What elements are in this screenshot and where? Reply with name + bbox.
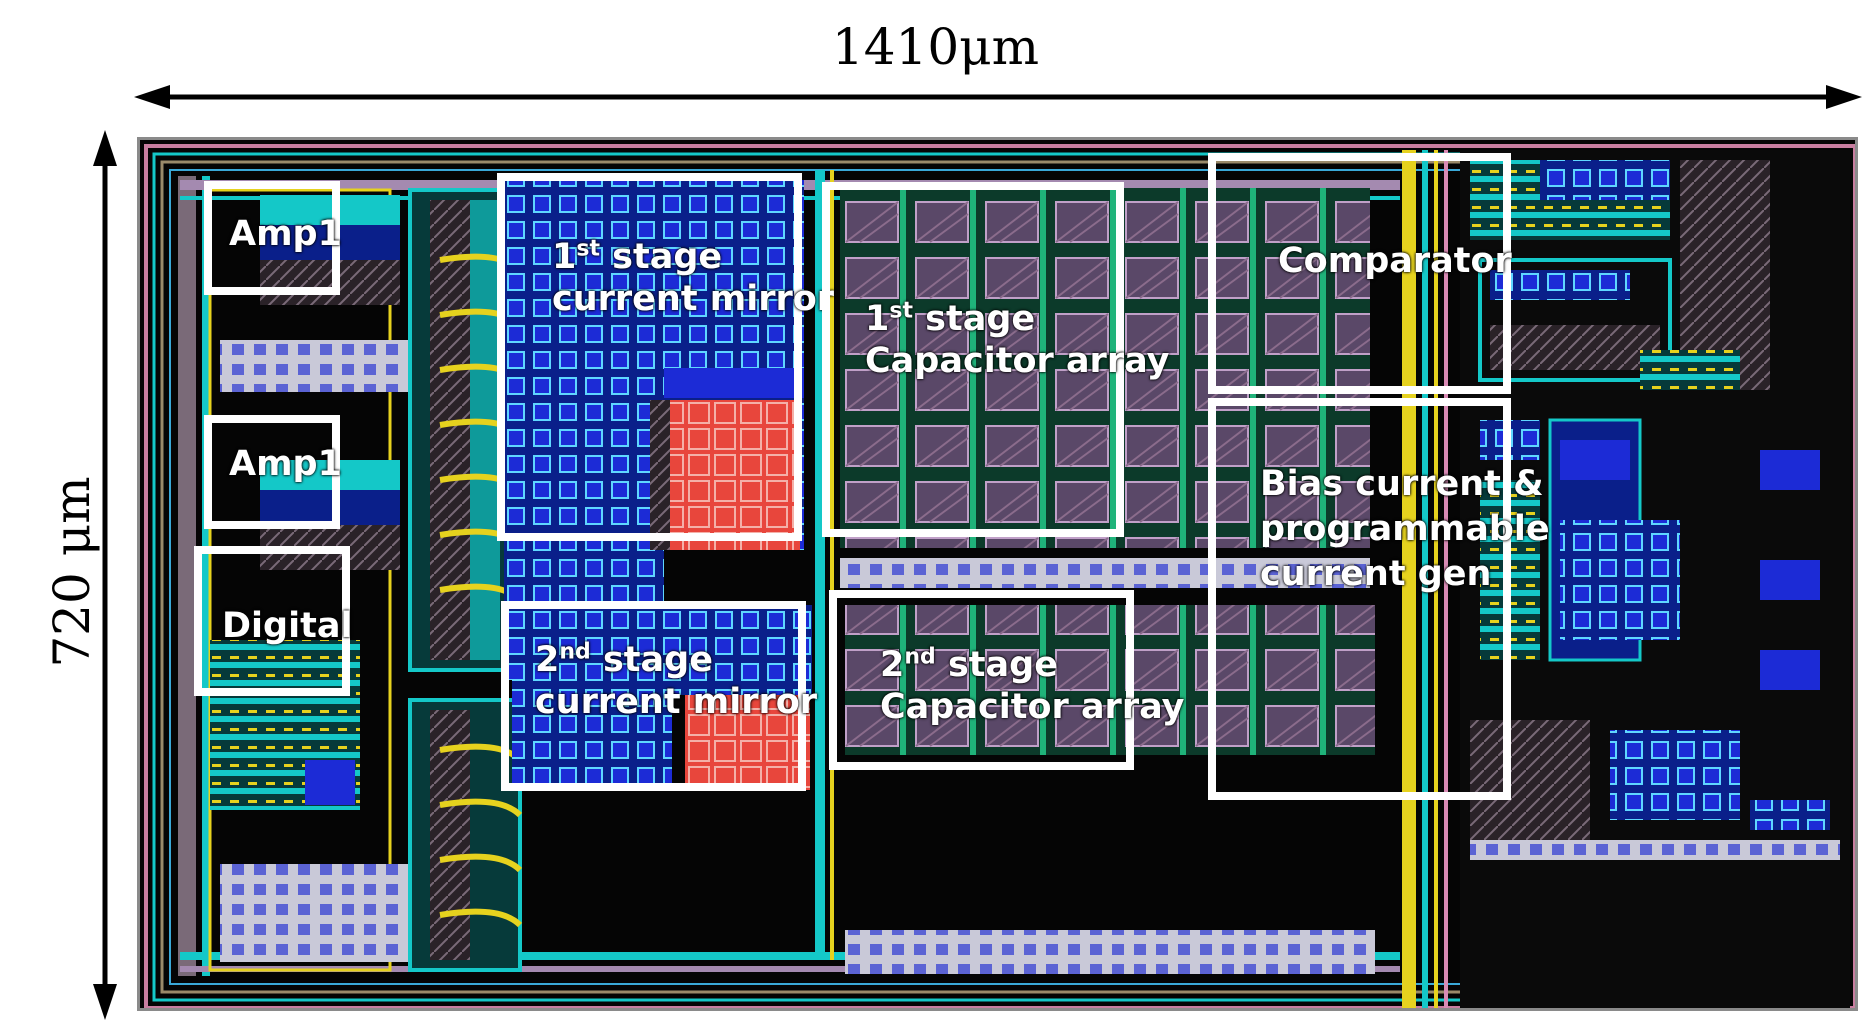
amp1-top-label: Amp1 bbox=[229, 214, 342, 254]
comparator-label: Comparator bbox=[1278, 241, 1512, 281]
stage2-cap-ordinal: 2 bbox=[880, 645, 905, 685]
digital-label: Digital bbox=[222, 606, 353, 646]
stage2-cap-line2: Capacitor array bbox=[880, 687, 1185, 727]
stage2-mirror-line1: stage bbox=[590, 640, 713, 680]
bias-current-label: Bias current & programmable current gen bbox=[1260, 462, 1550, 596]
stage2-mirror-ordinal: 2 bbox=[535, 640, 560, 680]
stage1-cap-line2: Capacitor array bbox=[865, 341, 1170, 381]
bias-line1: Bias current & bbox=[1260, 464, 1544, 504]
stage2-cap-suffix: nd bbox=[904, 644, 936, 670]
layout-artwork bbox=[144, 144, 1855, 1008]
amp1-bottom-block bbox=[204, 415, 340, 529]
chip-layout: Amp1 Amp1 Digital 1st stage current mirr… bbox=[137, 137, 1858, 1011]
stage1-mirror-line2: current mirror bbox=[552, 279, 835, 319]
stage1-cap-line1: stage bbox=[912, 299, 1036, 339]
stage1-capacitor-array-label: 1st stage Capacitor array bbox=[865, 298, 1169, 382]
stage1-mirror-line1: stage bbox=[599, 237, 723, 277]
stage1-cap-ordinal: 1 bbox=[865, 299, 890, 339]
width-arrow bbox=[134, 85, 1862, 109]
comparator-block bbox=[1208, 153, 1511, 394]
stage2-capacitor-array-label: 2nd stage Capacitor array bbox=[880, 644, 1184, 728]
bias-line2: programmable bbox=[1260, 508, 1550, 549]
digital-block bbox=[194, 546, 350, 696]
stage2-current-mirror-label: 2nd stage current mirror bbox=[535, 639, 817, 723]
stage2-current-mirror-block bbox=[501, 601, 806, 791]
bias-line3: current gen bbox=[1260, 553, 1492, 594]
amp1-top-block bbox=[204, 181, 340, 295]
stage2-cap-line1: stage bbox=[935, 645, 1058, 685]
stage2-mirror-suffix: nd bbox=[559, 639, 591, 665]
amp1-bottom-label: Amp1 bbox=[229, 444, 342, 484]
stage1-current-mirror-label: 1st stage current mirror bbox=[552, 236, 834, 320]
stage2-mirror-line2: current mirror bbox=[535, 682, 818, 722]
stage1-mirror-suffix: st bbox=[576, 236, 600, 262]
bias-current-block bbox=[1208, 398, 1511, 800]
stage1-mirror-ordinal: 1 bbox=[552, 237, 577, 277]
stage1-current-mirror-block bbox=[497, 173, 802, 541]
height-arrow bbox=[93, 130, 117, 1020]
stage1-cap-suffix: st bbox=[889, 298, 913, 324]
stage2-capacitor-array-block bbox=[829, 590, 1134, 770]
width-dimension-label: 1410μm bbox=[831, 18, 1040, 76]
stage1-capacitor-array-block bbox=[822, 182, 1124, 537]
